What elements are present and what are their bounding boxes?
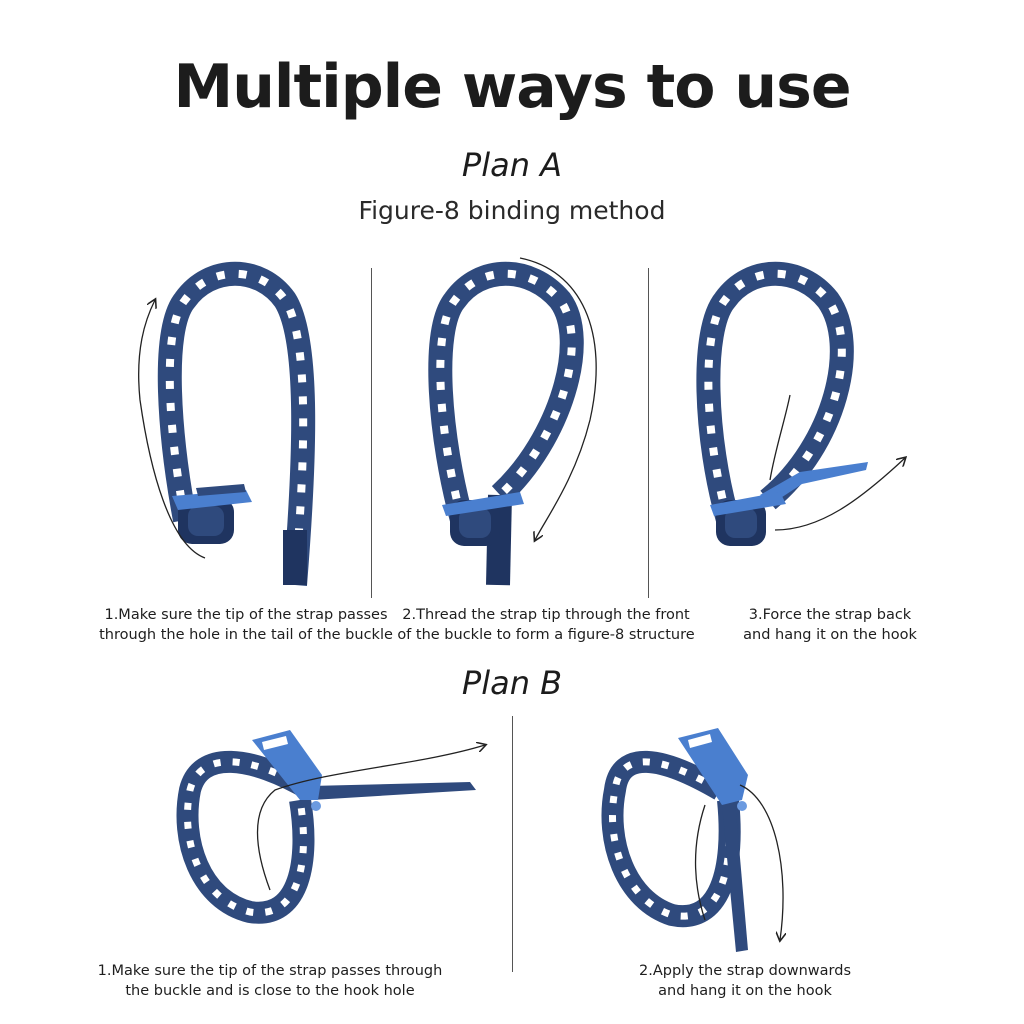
strap-illustration — [696, 261, 905, 546]
arrow-icon — [774, 458, 905, 531]
strap-illustration — [601, 728, 783, 952]
plan-b-step-1-caption: 1.Make sure the tip of the strap passes … — [97, 963, 443, 999]
plan-b-step-2-caption: 2.Apply the strap downwards and hang it … — [638, 963, 852, 999]
strap-illustration — [428, 257, 597, 586]
plan-a-step-3-caption: 3.Force the strap back and hang it on th… — [743, 607, 917, 643]
plan-b-heading: Plan B — [461, 664, 563, 702]
strap-illustration — [138, 261, 316, 586]
divider — [512, 716, 513, 972]
plan-a-subtitle: Figure-8 binding method — [358, 196, 666, 225]
plan-a-step-2-caption: 2.Thread the strap tip through the front… — [397, 607, 695, 643]
arrow-icon — [739, 784, 783, 940]
arrow-icon — [519, 257, 597, 540]
arrow-icon — [138, 300, 206, 559]
divider — [648, 268, 649, 598]
plan-a-heading: Plan A — [461, 146, 563, 184]
arrow-icon — [256, 745, 486, 891]
page-title: Multiple ways to use — [173, 52, 851, 122]
plan-a-step-1-caption: 1.Make sure the tip of the strap passes … — [99, 607, 393, 643]
divider — [371, 268, 372, 598]
strap-illustration — [176, 730, 486, 924]
